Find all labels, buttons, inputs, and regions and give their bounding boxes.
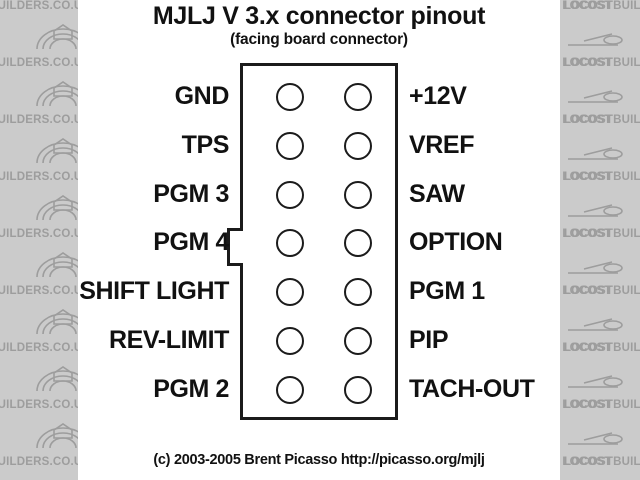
pin-label-right-1: +12V bbox=[409, 82, 467, 110]
pin-label-left-1: GND bbox=[174, 82, 230, 110]
pin-hole-right-6 bbox=[344, 327, 372, 355]
watermark-text: LOCOSTBUILDERS.CO.UK LOCOST bbox=[564, 171, 640, 183]
locomotive-bridge-icon bbox=[568, 318, 623, 331]
locomotive-bridge-icon bbox=[568, 147, 623, 160]
pin-label-right-2: VREF bbox=[409, 130, 475, 159]
watermark-tile: LOCOSTBUILDERS.CO.UK LOCOST bbox=[564, 74, 640, 131]
pin-hole-left-5 bbox=[276, 278, 304, 307]
pin-hole-left-4 bbox=[276, 229, 304, 258]
pin-hole-right-3 bbox=[344, 180, 372, 209]
watermark-text: LOCOSTBUILDERS.CO.UK LOCOST bbox=[564, 228, 640, 240]
locomotive-bridge-icon bbox=[568, 432, 623, 445]
pin-hole-left-6 bbox=[276, 327, 304, 355]
watermark-text: LOCOSTBUILDERS.CO.UK LOCOST bbox=[564, 456, 640, 468]
pin-label-left-5: SHIFT LIGHT bbox=[79, 277, 229, 306]
locomotive-bridge-icon bbox=[568, 90, 623, 103]
locomotive-bridge-icon bbox=[568, 204, 623, 217]
watermark-text: LOCOSTBUILDERS.CO.UK LOCOST bbox=[564, 285, 640, 297]
pin-label-left-3: PGM 3 bbox=[153, 179, 229, 208]
pin-label-left-7: PGM 2 bbox=[153, 374, 229, 403]
locomotive-bridge-icon bbox=[568, 33, 623, 46]
locomotive-bridge-icon bbox=[568, 261, 623, 274]
watermark-text: LOCOSTBUILDERS.CO.UK LOCOST bbox=[564, 0, 640, 12]
watermark-tile: LOCOSTBUILDERS.CO.UK LOCOST bbox=[564, 17, 640, 74]
watermark-text: LOCOSTBUILDERS.CO.UK LOCOST bbox=[564, 342, 640, 354]
watermark-tile: LOCOSTBUILDERS.CO.UK LOCOST bbox=[564, 188, 640, 245]
watermark-tile: LOCOSTBUILDERS.CO.UK LOCOST bbox=[564, 0, 640, 17]
watermark-tile: LOCOSTBUILDERS.CO.UK LOCOST bbox=[564, 416, 640, 473]
watermark-tile: LOCOSTBUILDERS.CO.UK LOCOST bbox=[564, 473, 640, 480]
pin-label-right-3: SAW bbox=[409, 179, 465, 208]
watermark-text: LOCOSTBUILDERS.CO.UK LOCOST bbox=[564, 399, 640, 411]
locomotive-bridge-icon bbox=[568, 375, 623, 388]
diagram-canvas: MJLJ V 3.x connector pinout (facing boar… bbox=[78, 0, 560, 480]
watermark-tile: LOCOSTBUILDERS.CO.UK LOCOST bbox=[564, 131, 640, 188]
watermark-text: LOCOSTBUILDERS.CO.UK LOCOST bbox=[564, 114, 640, 126]
connector-polarity-notch bbox=[227, 228, 243, 266]
watermark-text: LOCOSTBUILDERS.CO.UK LOCOST bbox=[564, 57, 640, 69]
pin-hole-left-1 bbox=[276, 83, 304, 111]
pin-label-left-2: TPS bbox=[181, 130, 230, 159]
diagram-title: MJLJ V 3.x connector pinout bbox=[152, 2, 486, 30]
diagram-subtitle: (facing board connector) bbox=[230, 31, 408, 48]
pin-hole-left-2 bbox=[276, 131, 304, 160]
pin-label-right-6: PIP bbox=[409, 326, 449, 354]
connector-body-outline bbox=[240, 63, 398, 420]
pin-label-left-6: REV-LIMIT bbox=[108, 326, 229, 354]
watermark-tile: LOCOSTBUILDERS.CO.UK LOCOST bbox=[564, 302, 640, 359]
pin-label-left-4: PGM 4 bbox=[153, 228, 229, 257]
pin-hole-left-7 bbox=[276, 375, 304, 404]
pin-label-right-4: OPTION bbox=[409, 228, 503, 257]
pin-hole-right-7 bbox=[344, 375, 372, 404]
pin-hole-right-5 bbox=[344, 278, 372, 307]
copyright-footer: (c) 2003-2005 Brent Picasso http://picas… bbox=[153, 452, 485, 468]
watermark-tile: LOCOSTBUILDERS.CO.UK LOCOST bbox=[564, 245, 640, 302]
pin-hole-right-4 bbox=[344, 229, 372, 258]
pin-label-right-5: PGM 1 bbox=[409, 277, 485, 306]
pin-hole-left-3 bbox=[276, 180, 304, 209]
pin-hole-right-2 bbox=[344, 131, 372, 160]
pin-hole-right-1 bbox=[344, 83, 372, 111]
pin-label-right-7: TACH-OUT bbox=[409, 374, 535, 403]
watermark-tile: LOCOSTBUILDERS.CO.UK LOCOST bbox=[564, 359, 640, 416]
